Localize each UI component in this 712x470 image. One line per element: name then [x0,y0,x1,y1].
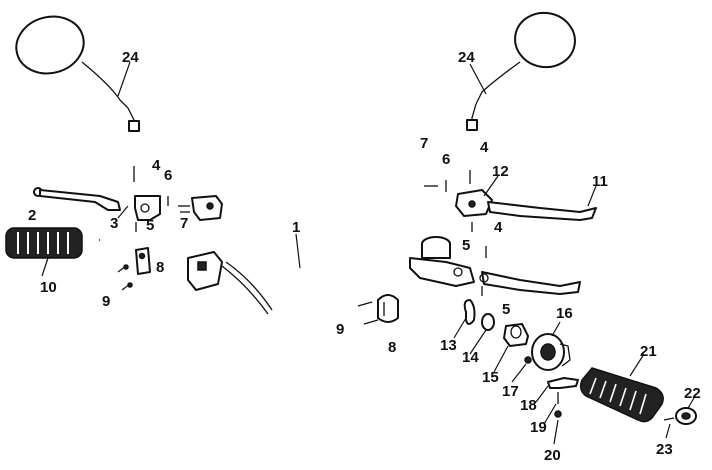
part-18-bracket [547,377,579,389]
callout-5-right-lower: 5 [502,301,510,318]
right-brake-lever [479,271,581,295]
part-15-sleeve [503,323,529,347]
callout-13: 13 [440,337,457,354]
part-13-clip [463,299,476,325]
right-grip [579,367,664,423]
part-14-washer [481,313,495,331]
right-lever-perch [455,189,493,217]
left-clamp [135,247,151,275]
left-clutch-lever [33,187,121,211]
callout-7-left: 7 [180,215,188,232]
callout-9-right: 9 [336,321,344,338]
callout-14: 14 [462,349,479,366]
left-switch-upper [191,195,223,221]
callout-4-right-lower: 4 [494,219,503,236]
left-lever-perch [134,195,161,221]
callout-18: 18 [520,397,537,414]
callout-4-left: 4 [152,157,161,174]
left-small-screws [133,166,190,232]
callout-19: 19 [530,419,547,436]
callout-5-right-upper: 5 [462,237,470,254]
part-23-screw [663,417,675,421]
right-mirror [466,11,576,131]
callout-9-left: 9 [102,293,110,310]
handlebar [99,234,467,308]
callout-20: 20 [544,447,561,464]
callout-21: 21 [640,343,657,360]
callout-labels: 24 24 1 2 3 4 5 6 7 8 9 10 11 12 7 6 4 5… [28,49,701,464]
callout-17: 17 [502,383,519,400]
callout-15: 15 [482,369,499,386]
part-19-20-screws [554,392,562,418]
callout-12: 12 [492,163,509,180]
callout-7-right: 7 [420,135,428,152]
left-mirror [15,15,140,132]
callout-16: 16 [556,305,573,322]
callout-5-left: 5 [146,217,154,234]
callout-23: 23 [656,441,673,458]
callout-10: 10 [40,279,57,296]
right-small-screws [424,170,487,296]
callout-8-right: 8 [388,339,396,356]
callout-8-left: 8 [156,259,164,276]
part-22-bar-end [675,407,697,425]
left-grip [5,227,83,259]
callout-6-right: 6 [442,151,450,168]
master-cylinder [409,236,475,287]
callout-11: 11 [592,173,608,190]
left-switch-lower [187,251,273,315]
callout-24-left: 24 [122,49,139,66]
callout-4-right-upper: 4 [480,139,489,156]
right-clamp-screws [357,301,379,325]
right-upper-lever [487,201,597,221]
part-16-throttle-housing [531,333,571,371]
callout-1: 1 [292,219,300,236]
callout-6-left: 6 [164,167,172,184]
callout-2: 2 [28,207,36,224]
callout-24-right: 24 [458,49,475,66]
callout-3: 3 [110,215,118,232]
callout-22: 22 [684,385,701,402]
right-clamp [377,294,399,323]
part-17-screw [524,356,532,364]
left-clamp-screws [117,264,133,291]
leader-lines [41,61,695,445]
